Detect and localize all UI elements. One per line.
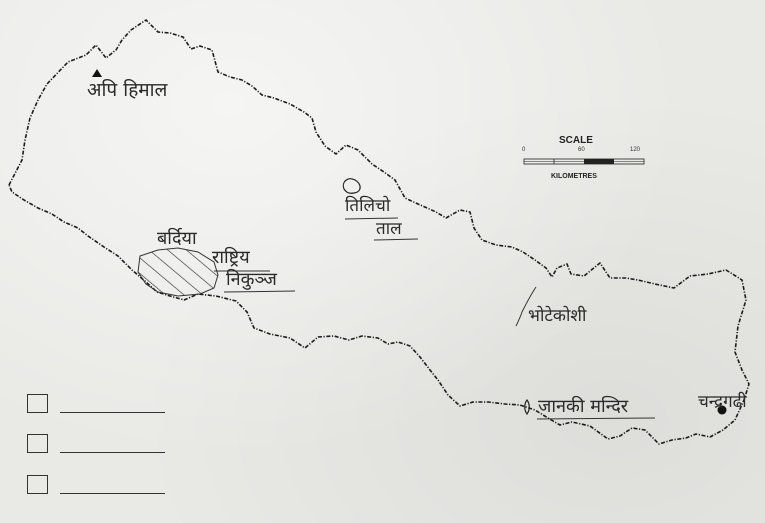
label-bardiya-line2: राष्ट्रिय xyxy=(212,247,250,268)
legend-checkbox-1[interactable] xyxy=(27,394,48,413)
legend-entry-line-1[interactable] xyxy=(60,412,165,413)
bhotekoshi-river-marker xyxy=(515,286,537,327)
label-janaki-mandir: जानकी मन्दिर xyxy=(538,396,629,417)
janaki-underline xyxy=(536,417,656,420)
scale-unit-label: KILOMETRES xyxy=(551,173,597,180)
scale-tick-120: 120 xyxy=(630,147,641,153)
legend-row-1 xyxy=(27,394,165,413)
scale-tick-60: 60 xyxy=(578,147,585,153)
legend-row-3 xyxy=(27,475,165,494)
nepal-border xyxy=(8,19,750,445)
legend-row-2 xyxy=(27,434,165,453)
api-himal-peak-marker xyxy=(92,69,102,77)
label-bhotekoshi: भोटेकोशी xyxy=(528,306,587,326)
label-chandragadhi: चन्द्रगढी xyxy=(698,392,747,412)
nikunja-underline xyxy=(223,290,296,293)
legend-entry-line-3[interactable] xyxy=(60,493,165,494)
janaki-temple-marker xyxy=(524,398,530,416)
chandragadhi-point-marker xyxy=(717,405,727,415)
legend-checkbox-3[interactable] xyxy=(27,475,48,494)
tilicho-lake-marker xyxy=(342,178,361,194)
tilicho-underline-2 xyxy=(373,238,419,241)
scale-title: SCALE xyxy=(559,135,593,146)
scale-tick-0: 0 xyxy=(522,147,526,153)
legend-checkbox-2[interactable] xyxy=(27,434,48,453)
scale-bar xyxy=(523,158,645,165)
label-api-himal: अपि हिमाल xyxy=(87,79,168,101)
label-bardiya-line1: बर्दिया xyxy=(157,228,197,249)
tilicho-underline-1 xyxy=(344,217,399,220)
label-bardiya-line3: निकुञ्ज xyxy=(226,269,277,290)
label-tilicho-line2: ताल xyxy=(376,219,402,239)
label-tilicho-line1: तिलिचो xyxy=(345,196,391,216)
legend-entry-line-2[interactable] xyxy=(60,452,165,453)
bardiya-park-area xyxy=(137,247,219,297)
